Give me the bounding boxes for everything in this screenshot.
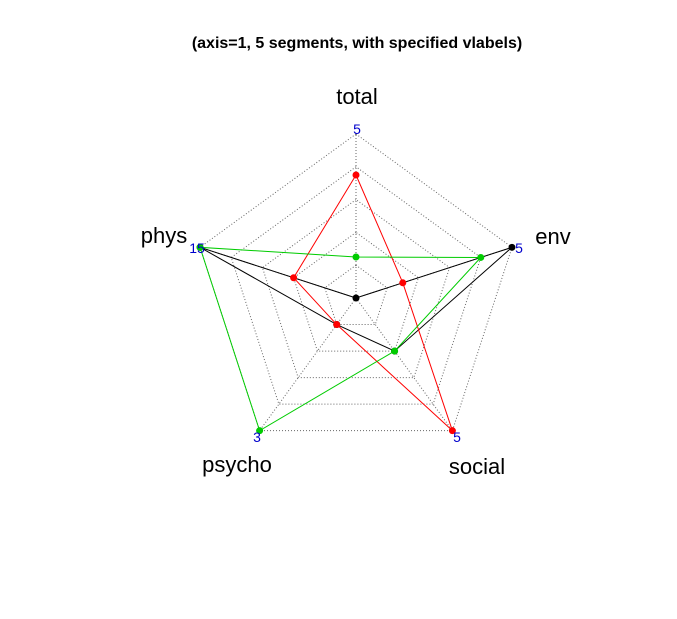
series-1-point-env [508,243,516,251]
axis-label-phys: phys [141,223,187,248]
radar-series [196,171,516,435]
radar-labels: total phys psycho social env 5 15 3 5 5 [141,84,571,479]
series-1-point-total [352,294,360,302]
grid-ring-1 [324,264,388,326]
grid-spoke-psycho [259,297,357,431]
series-3-point-phys [196,243,204,251]
series-3-point-env [477,253,485,261]
series-line-3 [199,246,482,432]
grid-ring-3 [261,198,451,379]
series-2-point-phys [290,274,298,282]
series-2-point-psycho [333,321,341,329]
series-3-point-total [352,253,360,261]
tick-label-phys: 15 [189,240,205,256]
series-2-point-total [352,171,360,179]
radar-grid [199,133,513,432]
series-3-point-social [391,347,399,355]
grid-ring-4 [230,166,482,405]
axis-label-env: env [535,224,570,249]
chart-title: (axis=1, 5 segments, with specified vlab… [192,35,522,52]
grid-spoke-social [355,297,453,431]
tick-label-social: 5 [453,429,461,445]
series-3-point-psycho [256,427,264,435]
axis-label-psycho: psycho [202,452,272,477]
tick-label-psycho: 3 [253,429,261,445]
series-2-point-env [399,279,407,287]
axis-label-total: total [336,84,378,109]
series-line-2 [292,173,453,432]
axis-label-social: social [449,454,505,479]
grid-ring-2 [293,231,419,352]
series-line-1 [199,246,513,352]
tick-label-total: 5 [353,121,361,137]
series-2-point-social [448,427,456,435]
tick-label-env: 5 [515,240,523,256]
